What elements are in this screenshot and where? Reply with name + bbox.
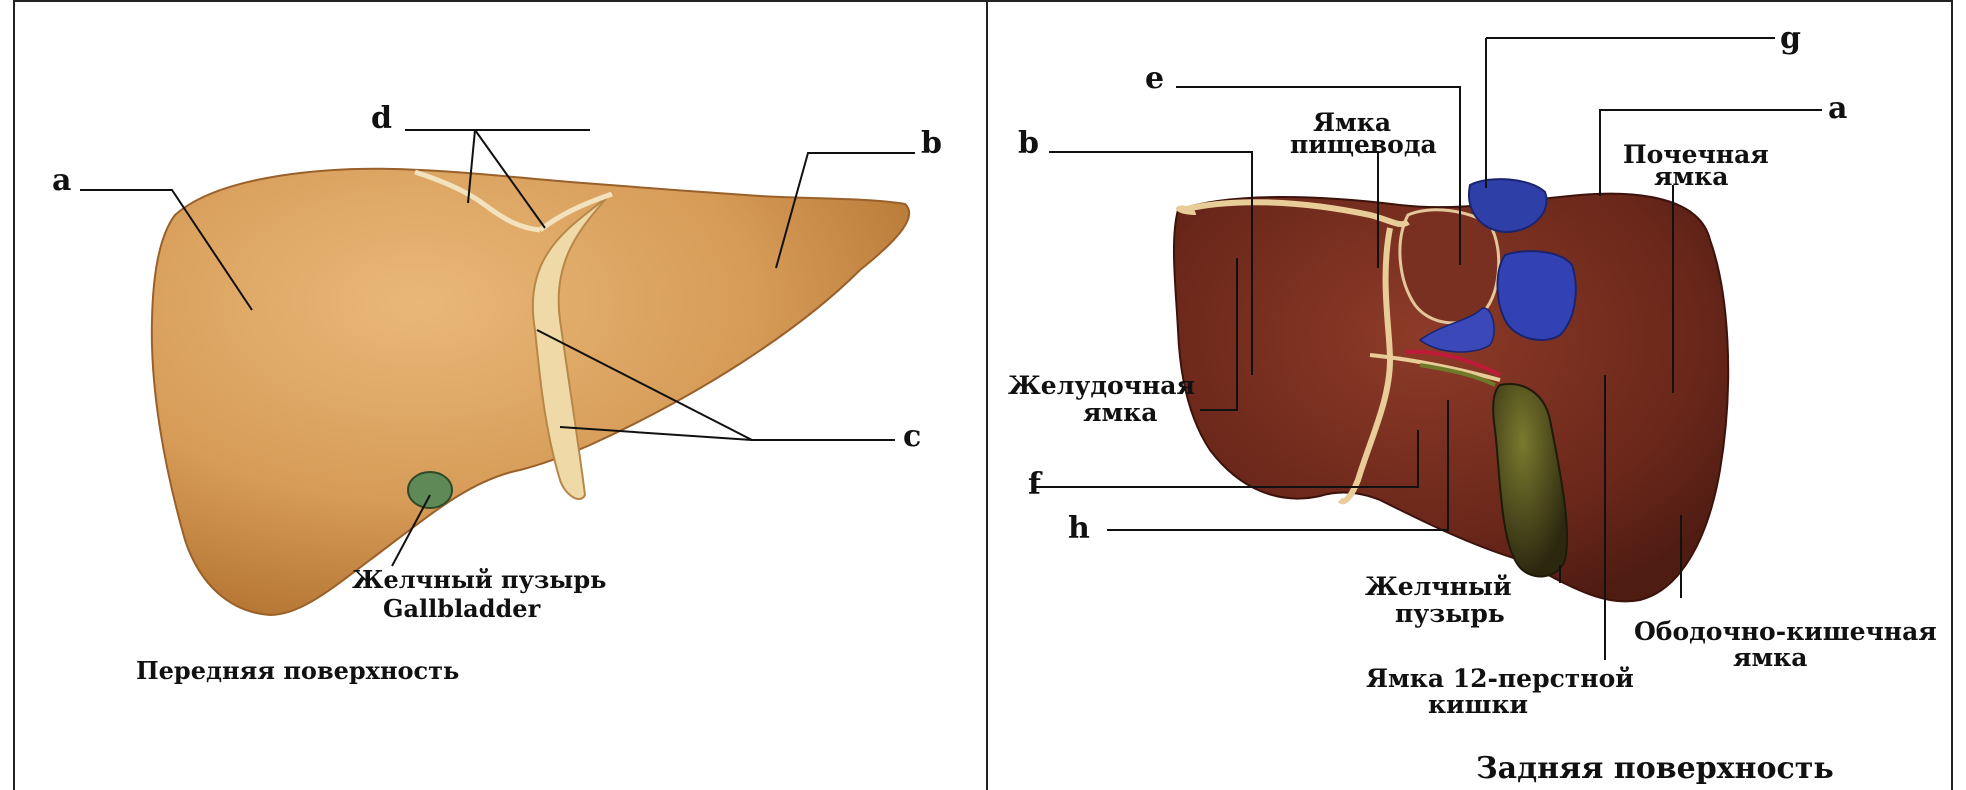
anterior-liver <box>152 169 909 615</box>
colic-fossa-label-2: ямка <box>1733 643 1807 672</box>
duodenal-fossa-label-2: кишки <box>1428 690 1528 719</box>
gallbladder-fossa-label-2: пузырь <box>1395 599 1505 628</box>
colic-fossa-label-1: Ободочно-кишечная <box>1634 617 1937 646</box>
gallbladder-fossa-label-1: Желчный <box>1365 572 1512 601</box>
anterior-view-title: Передняя поверхность <box>136 656 459 685</box>
anterior-gallbladder <box>408 472 452 508</box>
renal-fossa-label-2: ямка <box>1654 162 1728 191</box>
anterior-gallbladder-label-en: Gallbladder <box>383 594 541 623</box>
caudate-lobe <box>1400 210 1499 323</box>
posterior-label-e: e <box>1145 61 1164 96</box>
anterior-label-b: b <box>921 126 942 161</box>
posterior-label-g: g <box>1780 21 1801 56</box>
posterior-label-f: f <box>1028 467 1043 502</box>
anterior-view: a b c d Желчный пузырь Gallbladder Перед… <box>52 101 942 685</box>
esophageal-fossa-label-2: пищевода <box>1290 130 1437 159</box>
gastric-fossa-label-1: Желудочная <box>1008 371 1195 400</box>
posterior-view: e g a b f h Ямка пищевода Почечная ямка … <box>1008 21 1937 786</box>
posterior-label-a: a <box>1828 91 1847 126</box>
anterior-label-c: c <box>903 419 921 454</box>
posterior-label-h: h <box>1068 511 1090 546</box>
anterior-label-d: d <box>371 101 392 136</box>
duodenal-fossa-label-1: Ямка 12-перстной <box>1366 664 1634 693</box>
inferior-vena-cava-lower <box>1498 251 1576 340</box>
posterior-view-title: Задняя поверхность <box>1476 751 1834 786</box>
posterior-label-b: b <box>1018 126 1039 161</box>
gastric-fossa-label-2: ямка <box>1083 398 1157 427</box>
anterior-label-a: a <box>52 163 71 198</box>
anterior-gallbladder-label-ru: Желчный пузырь <box>352 565 606 594</box>
